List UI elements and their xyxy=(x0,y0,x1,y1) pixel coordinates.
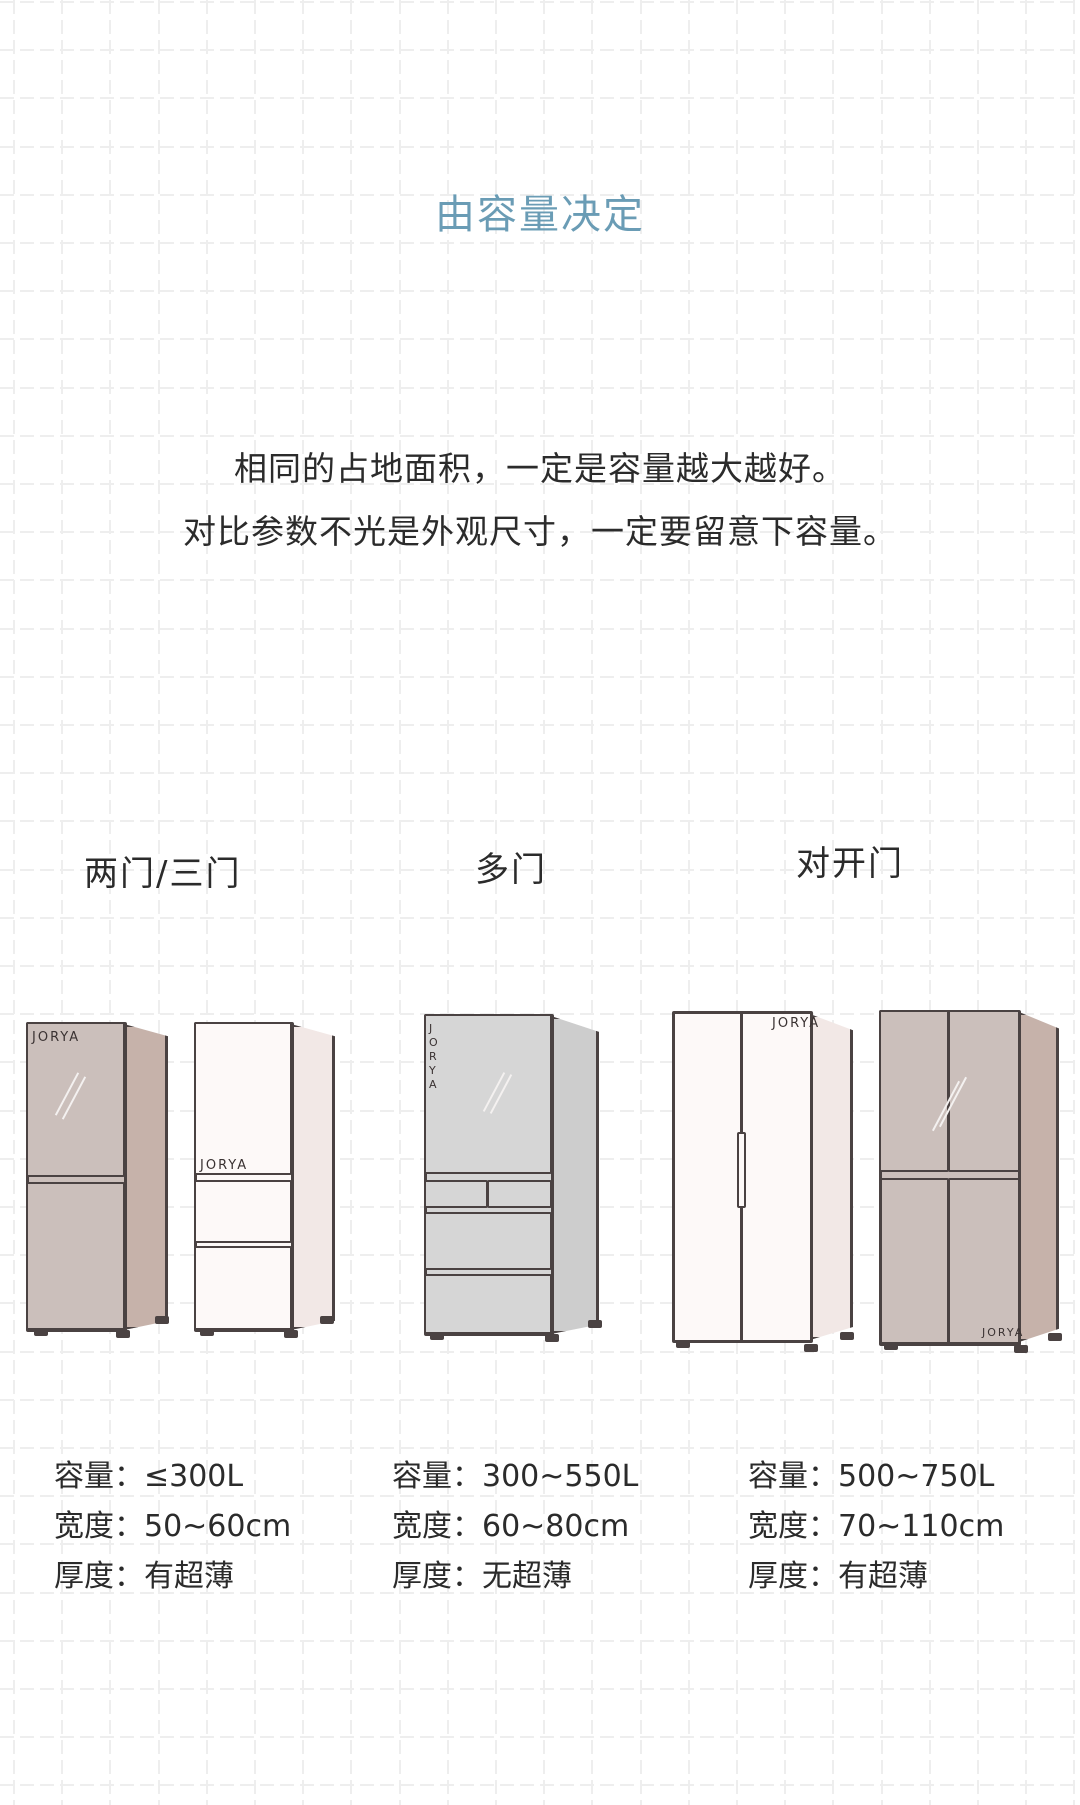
spec-capacity: 容量：≤300L xyxy=(54,1452,291,1502)
spec-thickness: 厚度：无超薄 xyxy=(392,1552,638,1602)
page-title: 由容量决定 xyxy=(435,192,645,238)
brand-logo-vertical: JORYA xyxy=(429,1022,440,1091)
spec-key: 容量 xyxy=(54,1459,114,1494)
grid-line xyxy=(0,1,1080,3)
spec-thickness: 厚度：有超薄 xyxy=(54,1552,291,1602)
grid-line xyxy=(0,965,1080,967)
grid-line xyxy=(0,435,1080,437)
grid-line xyxy=(0,1688,1080,1690)
grid-line xyxy=(0,579,1080,581)
grid-line xyxy=(0,387,1080,389)
spec-separator: ： xyxy=(808,1509,838,1544)
grid-line xyxy=(350,0,352,1805)
spec-key: 容量 xyxy=(392,1459,452,1494)
spec-separator: ： xyxy=(808,1459,838,1494)
spec-width: 宽度：70~110cm xyxy=(748,1502,1004,1552)
spec-value: 无超薄 xyxy=(482,1559,572,1594)
grid-line xyxy=(0,676,1080,678)
grid-line xyxy=(1025,0,1027,1805)
grid-line xyxy=(0,772,1080,774)
grid-line xyxy=(0,628,1080,630)
grid-line xyxy=(0,49,1080,51)
intro-line-2: 对比参数不光是外观尺寸，一定要留意下容量。 xyxy=(183,512,897,551)
grid-line xyxy=(0,1640,1080,1642)
spec-key: 宽度 xyxy=(748,1509,808,1544)
spec-list-two-three-door: 容量：≤300L 宽度：50~60cm 厚度：有超薄 xyxy=(54,1452,291,1602)
grid-line xyxy=(1073,0,1075,1805)
category-label-two-three-door: 两门/三门 xyxy=(84,854,242,894)
brand-logo: JORYA xyxy=(982,1326,1025,1339)
spec-value: 300~550L xyxy=(482,1459,639,1494)
spec-value: 60~80cm xyxy=(482,1509,630,1544)
door-handle-icon xyxy=(737,1132,746,1208)
brand-logo: JORYA xyxy=(772,1016,821,1031)
grid-line xyxy=(0,338,1080,340)
grid-line xyxy=(0,290,1080,292)
spec-list-multi-door: 容量：300~550L 宽度：60~80cm 厚度：无超薄 xyxy=(392,1452,638,1602)
grid-line xyxy=(0,1447,1080,1449)
grid-line xyxy=(0,724,1080,726)
spec-separator: ： xyxy=(452,1509,482,1544)
spec-width: 宽度：50~60cm xyxy=(54,1502,291,1552)
category-label-multi-door: 多门 xyxy=(475,850,547,890)
spec-key: 宽度 xyxy=(392,1509,452,1544)
spec-value: 有超薄 xyxy=(144,1559,234,1594)
grid-line xyxy=(0,917,1080,919)
spec-separator: ： xyxy=(114,1459,144,1494)
grid-line xyxy=(0,242,1080,244)
spec-thickness: 厚度：有超薄 xyxy=(748,1552,1004,1602)
spec-value: ≤300L xyxy=(144,1459,244,1494)
spec-list-side-by-side: 容量：500~750L 宽度：70~110cm 厚度：有超薄 xyxy=(748,1452,1004,1602)
grid-line xyxy=(0,1399,1080,1401)
spec-key: 厚度 xyxy=(392,1559,452,1594)
spec-key: 厚度 xyxy=(748,1559,808,1594)
spec-key: 宽度 xyxy=(54,1509,114,1544)
intro-line-1: 相同的占地面积，一定是容量越大越好。 xyxy=(234,449,846,488)
grid-line xyxy=(688,0,690,1805)
spec-value: 有超薄 xyxy=(838,1559,928,1594)
grid-line xyxy=(736,0,738,1805)
spec-separator: ： xyxy=(452,1559,482,1594)
spec-key: 容量 xyxy=(748,1459,808,1494)
grid-line xyxy=(0,1784,1080,1786)
brand-logo: JORYA xyxy=(32,1030,81,1045)
grid-line xyxy=(0,1351,1080,1353)
grid-line xyxy=(0,146,1080,148)
spec-separator: ： xyxy=(808,1559,838,1594)
category-label-side-by-side: 对开门 xyxy=(796,844,904,884)
grid-line xyxy=(13,0,15,1805)
spec-value: 70~110cm xyxy=(838,1509,1005,1544)
spec-key: 厚度 xyxy=(54,1559,114,1594)
brand-logo: JORYA xyxy=(200,1158,249,1173)
spec-value: 50~60cm xyxy=(144,1509,292,1544)
spec-capacity: 容量：300~550L xyxy=(392,1452,638,1502)
spec-separator: ： xyxy=(114,1509,144,1544)
grid-line xyxy=(640,0,642,1805)
grid-line xyxy=(302,0,304,1805)
spec-width: 宽度：60~80cm xyxy=(392,1502,638,1552)
grid-line xyxy=(0,1736,1080,1738)
spec-value: 500~750L xyxy=(838,1459,995,1494)
grid-line xyxy=(0,820,1080,822)
spec-separator: ： xyxy=(114,1559,144,1594)
grid-line xyxy=(0,97,1080,99)
spec-capacity: 容量：500~750L xyxy=(748,1452,1004,1502)
spec-separator: ： xyxy=(452,1459,482,1494)
